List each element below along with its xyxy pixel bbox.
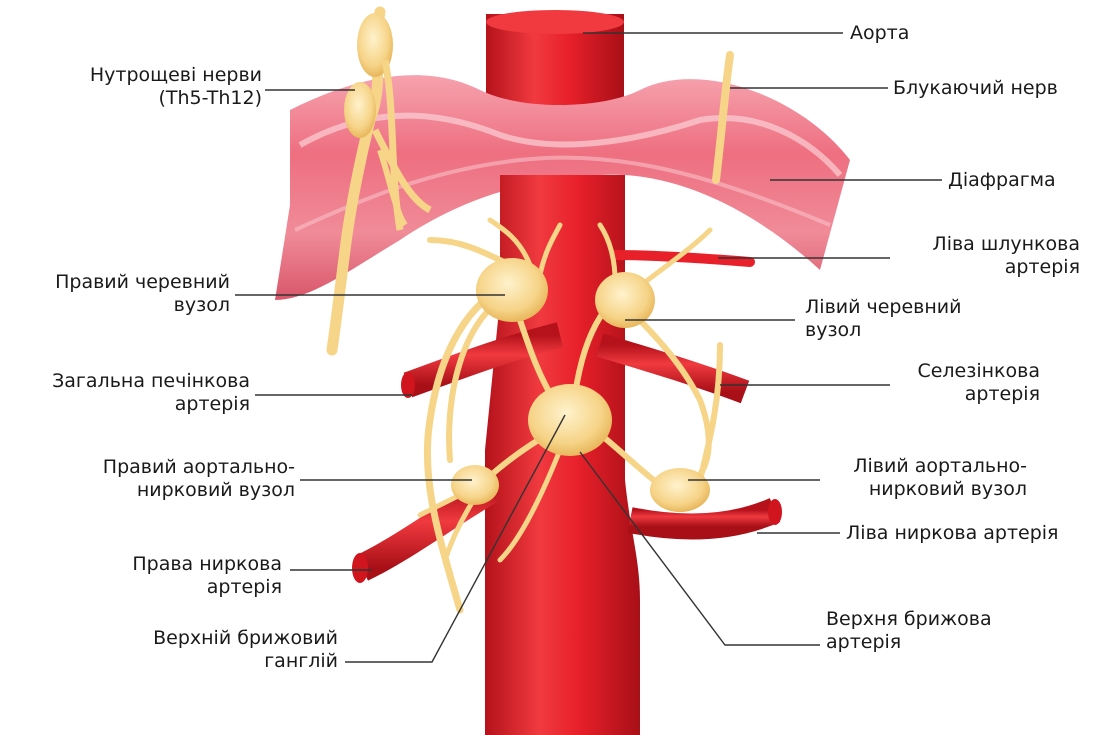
label-visceral-nerves-line2: (Th5-Th12) bbox=[40, 87, 262, 110]
label-visceral-nerves-line1: Нутрощеві нерви bbox=[40, 64, 262, 87]
label-right-renal-artery-line2: артерія bbox=[60, 576, 282, 599]
label-left-celiac-ganglion: Лівий черевний вузол bbox=[805, 296, 961, 342]
label-superior-mesenteric-artery-line2: артерія bbox=[826, 631, 992, 654]
label-left-aorticorenal-ganglion-line1: Лівий аортально- bbox=[815, 455, 1027, 478]
label-diaphragm-line1: Діафрагма bbox=[948, 169, 1056, 192]
label-common-hepatic-artery-line2: артерія bbox=[5, 393, 250, 416]
label-aorta: Аорта bbox=[850, 22, 909, 45]
label-left-celiac-ganglion-line2: вузол bbox=[805, 319, 961, 342]
label-left-gastric-artery-line1: Ліва шлункова bbox=[880, 233, 1080, 256]
label-right-celiac-ganglion-line1: Правий черевний bbox=[20, 271, 230, 294]
label-superior-mesenteric-ganglion-line2: ганглій bbox=[80, 650, 338, 673]
label-right-celiac-ganglion: Правий черевний вузол bbox=[20, 271, 230, 317]
label-vagus-nerve-line1: Блукаючий нерв bbox=[893, 77, 1058, 100]
label-left-renal-artery-line1: Ліва ниркова артерія bbox=[846, 522, 1059, 545]
label-splenic-artery-line1: Селезінкова bbox=[880, 360, 1040, 383]
label-splenic-artery-line2: артерія bbox=[880, 383, 1040, 406]
label-superior-mesenteric-artery: Верхня брижова артерія bbox=[826, 608, 992, 654]
label-left-gastric-artery-line2: артерія bbox=[880, 256, 1080, 279]
label-left-aorticorenal-ganglion: Лівий аортально- нирковий вузол bbox=[815, 455, 1027, 501]
label-right-celiac-ganglion-line2: вузол bbox=[20, 294, 230, 317]
label-right-aorticorenal-ganglion: Правий аортально- нирковий вузол bbox=[40, 456, 295, 502]
right-celiac-ganglion-shape bbox=[476, 258, 548, 322]
label-right-aorticorenal-ganglion-line2: нирковий вузол bbox=[40, 479, 295, 502]
right-renal-artery-end bbox=[352, 553, 368, 583]
label-common-hepatic-artery: Загальна печінкова артерія bbox=[5, 370, 250, 416]
label-splenic-artery: Селезінкова артерія bbox=[880, 360, 1040, 406]
label-superior-mesenteric-artery-line1: Верхня брижова bbox=[826, 608, 992, 631]
label-right-renal-artery: Права ниркова артерія bbox=[60, 553, 282, 599]
label-left-gastric-artery: Ліва шлункова артерія bbox=[880, 233, 1080, 279]
label-visceral-nerves: Нутрощеві нерви (Th5-Th12) bbox=[40, 64, 262, 110]
label-superior-mesenteric-ganglion: Верхній брижовий ганглій bbox=[80, 627, 338, 673]
label-superior-mesenteric-ganglion-line1: Верхній брижовий bbox=[80, 627, 338, 650]
label-right-aorticorenal-ganglion-line1: Правий аортально- bbox=[40, 456, 295, 479]
left-aorticorenal-ganglion-shape bbox=[650, 468, 710, 512]
hepatic-artery-end bbox=[401, 372, 415, 398]
superior-mesenteric-ganglion-shape bbox=[528, 384, 612, 456]
label-right-renal-artery-line1: Права ниркова bbox=[60, 553, 282, 576]
right-aorticorenal-ganglion-shape bbox=[451, 465, 499, 505]
left-renal-artery-shape bbox=[630, 510, 775, 527]
label-left-aorticorenal-ganglion-line2: нирковий вузол bbox=[815, 478, 1027, 501]
label-vagus-nerve: Блукаючий нерв bbox=[893, 77, 1058, 100]
label-left-celiac-ganglion-line1: Лівий черевний bbox=[805, 296, 961, 319]
label-aorta-line1: Аорта bbox=[850, 22, 909, 45]
label-left-renal-artery: Ліва ниркова артерія bbox=[846, 522, 1059, 545]
label-common-hepatic-artery-line1: Загальна печінкова bbox=[5, 370, 250, 393]
label-diaphragm: Діафрагма bbox=[948, 169, 1056, 192]
left-renal-artery-end bbox=[768, 499, 782, 525]
